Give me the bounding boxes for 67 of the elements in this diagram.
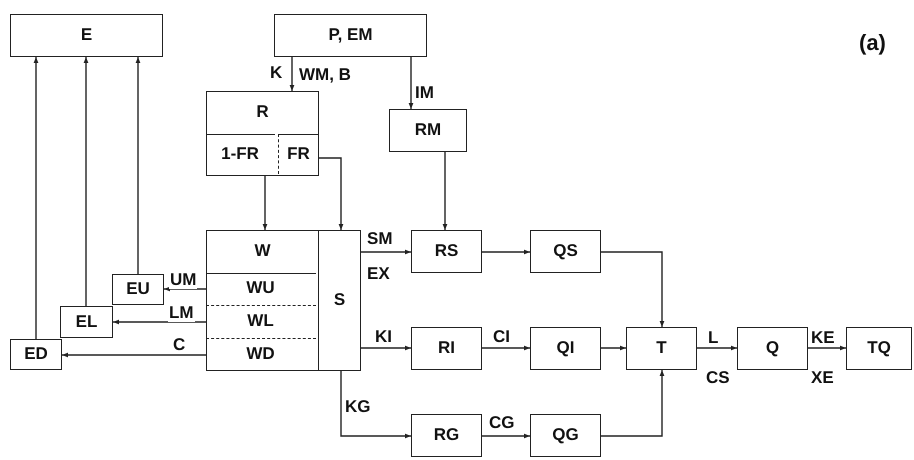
box-label: E (80, 24, 94, 46)
arrow (361, 346, 411, 350)
box-label: ED (23, 343, 49, 365)
box-label: EU (125, 278, 151, 300)
process-box (318, 230, 361, 371)
process-box (411, 414, 482, 457)
arrow (601, 346, 626, 350)
box-label: P, EM (327, 24, 374, 46)
box-label: S (332, 289, 346, 311)
process-box (411, 230, 482, 273)
box-label: W (253, 240, 272, 262)
box-label: 1-FR (220, 143, 260, 165)
process-box (274, 14, 427, 57)
arrow (482, 434, 530, 438)
process-box (411, 327, 482, 370)
box-label: QS (552, 240, 579, 262)
arrow (697, 346, 737, 350)
arrow (601, 251, 664, 327)
edge-label: UM (169, 271, 198, 289)
arrow (340, 371, 411, 438)
process-box (206, 230, 319, 371)
flow-label: WM, B (298, 66, 352, 84)
arrow (601, 370, 664, 437)
box-label: RS (434, 240, 460, 262)
edge-label: LM (168, 304, 195, 322)
box-label: T (655, 337, 668, 359)
arrow (408, 57, 414, 109)
compartment-box (278, 134, 318, 174)
process-box (10, 339, 62, 370)
process-box (10, 14, 163, 57)
process-box (206, 91, 319, 176)
box-label: Q (764, 337, 780, 359)
process-box (530, 230, 601, 273)
arrow (34, 57, 38, 339)
arrow (808, 346, 846, 350)
arrow (136, 57, 140, 274)
arrow (482, 250, 530, 254)
arrow (482, 346, 530, 350)
box-label: WD (245, 342, 276, 364)
process-box (60, 306, 113, 338)
box-label: RM (414, 119, 442, 141)
arrow (319, 157, 344, 230)
box-label: RI (437, 337, 456, 359)
arrow (84, 57, 88, 306)
process-box (846, 327, 912, 370)
box-label: TQ (866, 337, 892, 359)
box-label: FR (286, 143, 311, 165)
arrow (442, 152, 448, 230)
process-box (530, 327, 601, 370)
arrow (361, 250, 411, 254)
box-label: WL (246, 310, 275, 332)
box-label: QI (556, 337, 576, 359)
box-label: EL (74, 310, 98, 332)
arrow (164, 286, 206, 292)
process-box (626, 327, 697, 370)
box-label: QG (551, 424, 580, 446)
arrow (113, 320, 206, 324)
box-label: WU (245, 277, 276, 299)
arrow (290, 57, 294, 91)
box-label: R (255, 101, 270, 123)
process-box (389, 109, 467, 152)
box-label: RG (432, 424, 460, 446)
arrow (262, 176, 268, 230)
arrow (62, 352, 206, 358)
process-box (737, 327, 808, 370)
process-box (530, 414, 601, 457)
process-box (112, 274, 164, 305)
